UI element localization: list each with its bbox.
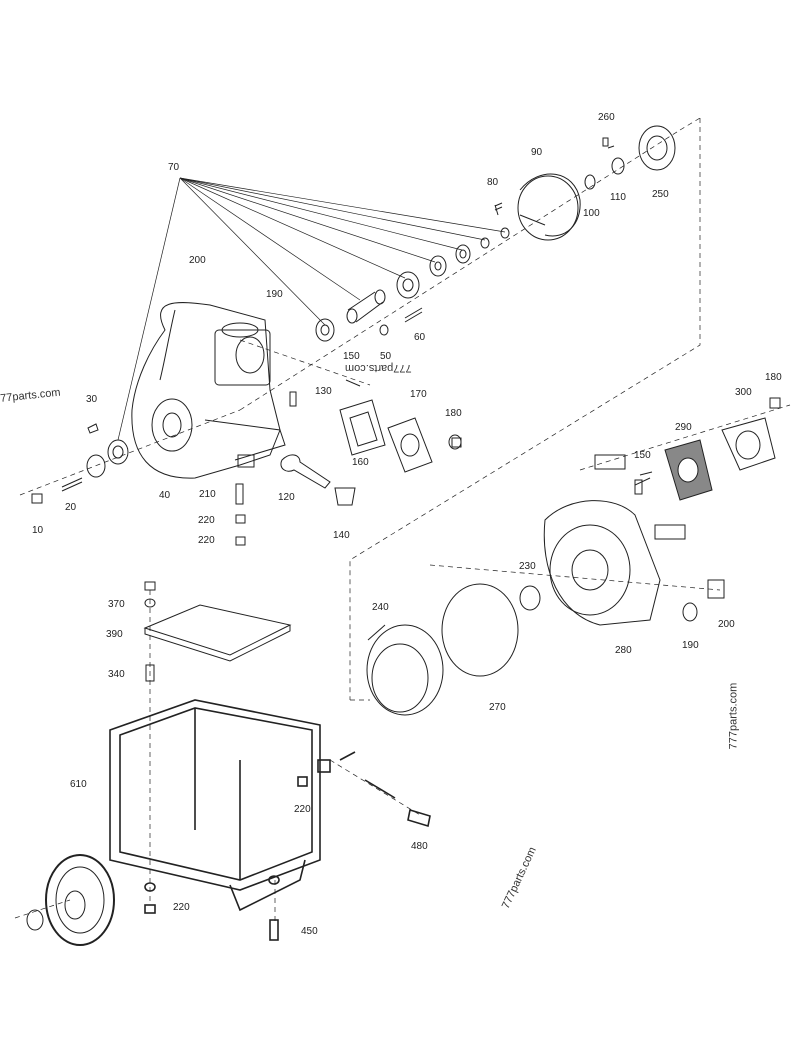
callout-120: 120 [278,492,295,503]
callout-230: 230 [519,561,536,572]
frame [109,699,431,941]
callout-30: 30 [86,394,98,405]
impeller [494,125,676,241]
callout-140: 140 [333,530,350,541]
callout-180-right: 180 [765,372,782,383]
callout-40: 40 [159,490,171,501]
left-small-parts [31,391,356,546]
callout-150-right: 150 [634,450,651,461]
shaft-assembly [315,227,510,387]
callout-370: 370 [108,599,125,610]
misc-right-parts [451,137,643,495]
callout-20: 20 [65,502,77,513]
seal-housing [634,397,781,501]
callout-160: 160 [352,457,369,468]
callout-180: 180 [445,408,462,419]
callout-90: 90 [531,147,543,158]
pump-cover [441,454,725,677]
callout-610: 610 [70,779,87,790]
callout-190: 190 [266,289,283,300]
callout-210: 210 [199,489,216,500]
callout-190-right: 190 [682,640,699,651]
callout-100: 100 [583,208,600,219]
leader-lines-70 [117,177,506,441]
pump-casing [131,302,286,479]
callout-300: 300 [735,387,752,398]
callout-110: 110 [610,192,626,203]
callout-390: 390 [106,629,123,640]
callout-240: 240 [372,602,389,613]
base-plate [143,581,292,682]
callout-170: 170 [410,389,427,400]
callout-220-c: 220 [294,804,311,815]
callout-280: 280 [615,645,632,656]
callout-80: 80 [487,177,499,188]
callout-340: 340 [108,669,125,680]
watermark: 777parts.com [345,362,412,374]
callout-290: 290 [675,422,692,433]
callout-130: 130 [315,386,332,397]
watermark: 777parts.com [727,682,740,750]
callout-70: 70 [168,162,180,173]
callout-50: 50 [380,351,392,362]
assembly-axes [14,117,791,925]
volute-ring [366,624,444,716]
callout-200: 200 [189,255,206,266]
callout-270: 270 [489,702,506,713]
callout-220-b: 220 [198,535,215,546]
callout-220-d: 220 [173,902,190,913]
callout-150: 150 [343,351,360,362]
callout-260: 260 [598,112,615,123]
callout-220-a: 220 [198,515,215,526]
callout-480: 480 [411,841,428,852]
callout-10: 10 [32,525,44,536]
callout-450: 450 [301,926,318,937]
callout-250: 250 [652,189,669,200]
wheel [26,854,115,946]
callout-60: 60 [414,332,426,343]
callout-200-right: 200 [718,619,735,630]
